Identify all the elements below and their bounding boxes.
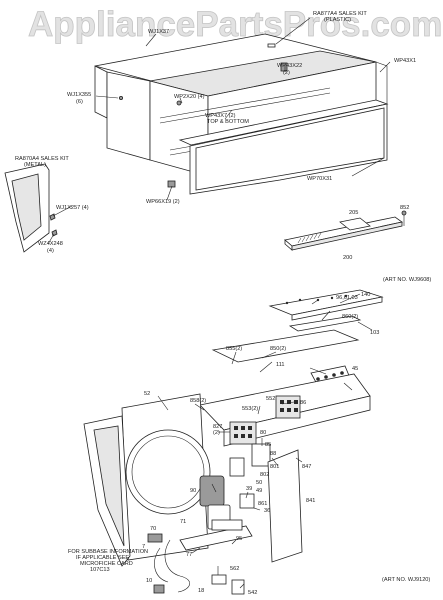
label-49: 49 xyxy=(256,488,262,494)
subbase-note-line1: FOR SUBBASE INFORMATION xyxy=(68,549,148,555)
label-wj1x355: WJ1X355 xyxy=(67,92,91,98)
label-861: 861 xyxy=(258,501,267,507)
label-wp66x19: WP66X19 (2) xyxy=(146,199,180,205)
label-542: 542 xyxy=(248,590,257,596)
label-850: 850(2) xyxy=(270,346,286,352)
label-36: 36 xyxy=(264,508,270,514)
label-801: 801 xyxy=(270,464,279,470)
bottom-leader-lines xyxy=(157,293,373,589)
label-205: 205 xyxy=(349,210,358,216)
label-wp43x7: WP43X7 (2) xyxy=(205,113,236,119)
label-wp43x22: WP43X22 xyxy=(277,63,302,69)
label-562: 562 xyxy=(230,566,239,572)
label-wj1x37: WJ1X37 xyxy=(148,29,169,35)
label-86: 86 xyxy=(300,400,306,406)
label-50: 50 xyxy=(256,480,262,486)
grille-clip xyxy=(280,62,288,72)
label-wp43x7-position: TOP & BOTTOM xyxy=(207,119,249,125)
label-wz4x248-qty: (4) xyxy=(47,248,54,254)
label-95: 95 xyxy=(236,536,242,542)
label-827: 827 xyxy=(213,424,222,430)
label-70: 70 xyxy=(150,526,156,532)
label-802: 802 xyxy=(260,472,269,478)
label-90: 90 xyxy=(190,488,196,494)
subbase-note-line2: IF APPLICABLE SEE xyxy=(76,555,129,561)
art-number-bottom: (ART NO. WJ9120) xyxy=(382,577,430,583)
control-plate xyxy=(211,329,360,363)
label-wj1x257: WJ1X257 (4) xyxy=(56,205,89,211)
label-827-qty: (2) xyxy=(213,430,220,436)
label-140: 140 xyxy=(361,292,370,298)
label-wp43x1: WP43X1 xyxy=(394,58,416,64)
cabinet-rear-flange xyxy=(94,65,108,119)
label-80: 80 xyxy=(260,430,266,436)
subbase-note-line4: 107C13 xyxy=(90,567,110,573)
label-45: 45 xyxy=(352,366,358,372)
top-labels: RA877A4 SALES KIT (PLASTIC) WJ1X37 WP43X… xyxy=(15,11,431,283)
label-wp2x20: WP2X20 (4) xyxy=(174,94,205,100)
top-leader-lines xyxy=(47,17,391,245)
filter-slide-assembly xyxy=(284,210,407,251)
label-77: 77 xyxy=(186,552,192,558)
label-wp43x22-qty: (2) xyxy=(283,70,290,76)
label-855: 855(2) xyxy=(226,346,242,352)
label-88: 88 xyxy=(270,451,276,457)
label-18: 18 xyxy=(198,588,204,594)
label-kit-plastic-material: (PLASTIC) xyxy=(324,17,351,23)
label-552: 552 xyxy=(266,396,275,402)
blower-opening xyxy=(125,429,211,515)
label-103: 103 xyxy=(370,330,379,336)
bottom-labels: 96,61,03 140 860(2) 103 855(2) 850(2) 11… xyxy=(68,292,430,596)
label-kit-plastic: RA877A4 SALES KIT xyxy=(313,11,367,17)
label-858: 858(2) xyxy=(190,398,206,404)
label-200: 200 xyxy=(343,255,352,261)
subbase-note-line3: MICROFICHE CARD xyxy=(80,561,133,567)
watermark: AppliancePartsPros.com xyxy=(28,5,442,44)
label-71: 71 xyxy=(180,519,186,525)
chassis-assembly xyxy=(83,289,384,595)
screw-wp2x20 xyxy=(176,100,182,106)
cabinet-assembly xyxy=(94,33,389,195)
label-10: 10 xyxy=(146,578,152,584)
label-39: 39 xyxy=(246,486,252,492)
label-kit-metal-material: (METAL) xyxy=(24,162,46,168)
metal-sales-kit-bracket xyxy=(4,163,58,253)
label-wp70x31: WP70X31 xyxy=(307,176,332,182)
label-7: 7 xyxy=(142,544,145,550)
label-111: 111 xyxy=(276,362,285,368)
label-553: 553(2) xyxy=(242,406,258,412)
clip-wp66x19 xyxy=(167,180,176,188)
access-panel xyxy=(267,449,303,563)
label-841: 841 xyxy=(306,498,315,504)
label-852: 852 xyxy=(400,205,409,211)
label-860: 860(2) xyxy=(342,314,358,320)
label-85: 85 xyxy=(265,442,271,448)
label-52: 52 xyxy=(144,391,150,397)
art-number-top: (ART NO. WJ9608) xyxy=(383,277,431,283)
label-wz4x248: WZ4X248 xyxy=(38,241,63,247)
label-96-61-03: 96,61,03 xyxy=(336,295,358,301)
label-kit-metal: RA870A4 SALES KIT xyxy=(15,156,69,162)
cabinet-left-side xyxy=(106,71,151,161)
label-wj1x355-qty: (6) xyxy=(76,99,83,105)
label-847: 847 xyxy=(302,464,311,470)
